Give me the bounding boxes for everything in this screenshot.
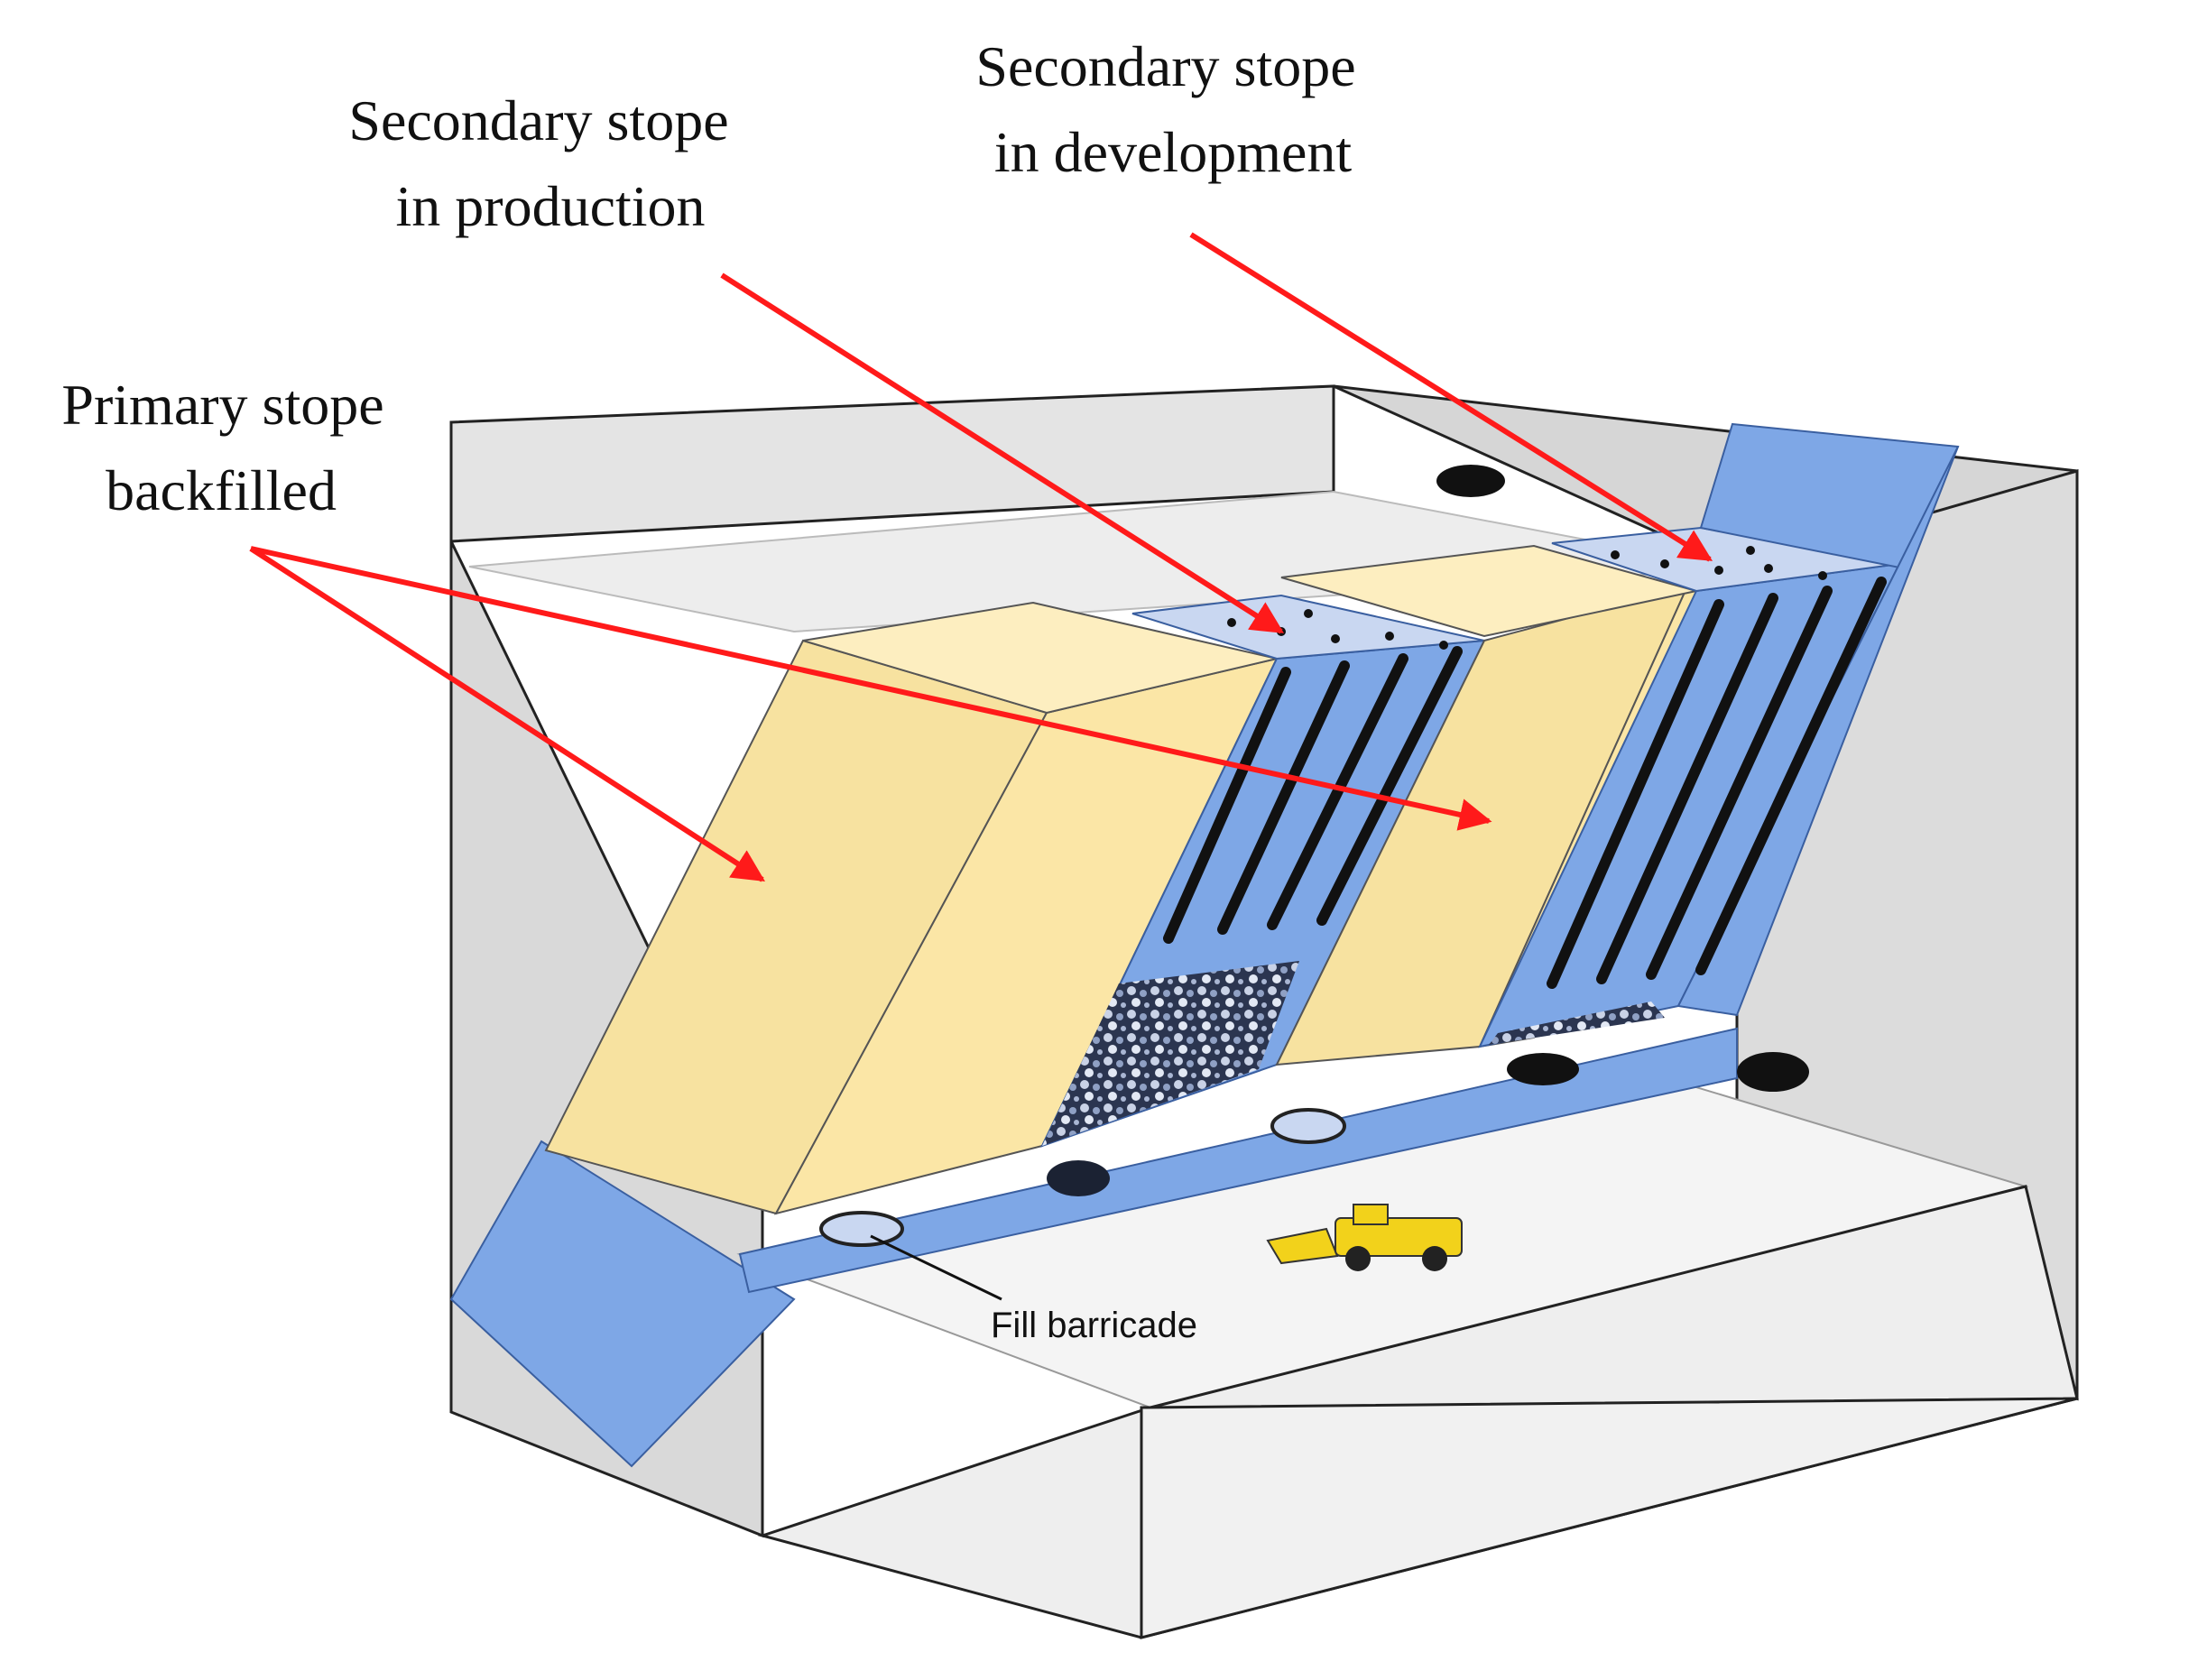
arrow-to-secondary-production — [720, 272, 1285, 634]
ore-zone-left — [449, 1140, 796, 1468]
upper-drawpoint — [1436, 465, 1505, 497]
label-secondary-production-line1: Secondary stope — [348, 88, 728, 152]
secondary-stope-development-muck — [1489, 1002, 1665, 1045]
label-secondary-production: Secondary stope in production — [348, 88, 743, 238]
drawpoints — [819, 465, 1809, 1247]
arrow-to-primary-stope-1 — [249, 546, 766, 882]
primary-stope-1 — [544, 601, 1279, 1215]
drill-holes-production — [1163, 646, 1463, 944]
arrow-to-primary-stope-2 — [250, 546, 1492, 831]
callout-arrows — [249, 232, 1713, 882]
label-secondary-development-line2: in development — [994, 120, 1353, 184]
label-secondary-development-line1: Secondary stope — [975, 34, 1355, 98]
drill-holes-development — [1547, 577, 1887, 989]
loader-icon — [1266, 1204, 1463, 1271]
secondary-stope-development — [1478, 422, 1960, 1048]
label-fill-barricade: Fill barricade — [991, 1306, 1197, 1345]
fill-barricade-shape — [819, 1211, 904, 1247]
drawpoint-3 — [1270, 1108, 1346, 1144]
label-secondary-production-line2: in production — [395, 174, 705, 238]
front-face-lower — [1140, 1397, 2078, 1639]
ore-drift-band — [738, 1027, 1738, 1294]
label-secondary-development: Secondary stope in development — [975, 34, 1370, 184]
barricade-leader-line — [870, 1234, 1002, 1301]
label-primary-backfilled: Primary stope backfilled — [61, 373, 398, 522]
secondary-stope-production-muck — [1042, 961, 1299, 1146]
arrow-to-secondary-development — [1189, 232, 1713, 562]
label-primary-backfilled-line2: backfilled — [106, 458, 337, 522]
drawpoint-2 — [1047, 1160, 1110, 1196]
drawpoint-4 — [1507, 1053, 1579, 1085]
drawpoint-5 — [1737, 1052, 1809, 1092]
label-primary-backfilled-line1: Primary stope — [61, 373, 383, 437]
